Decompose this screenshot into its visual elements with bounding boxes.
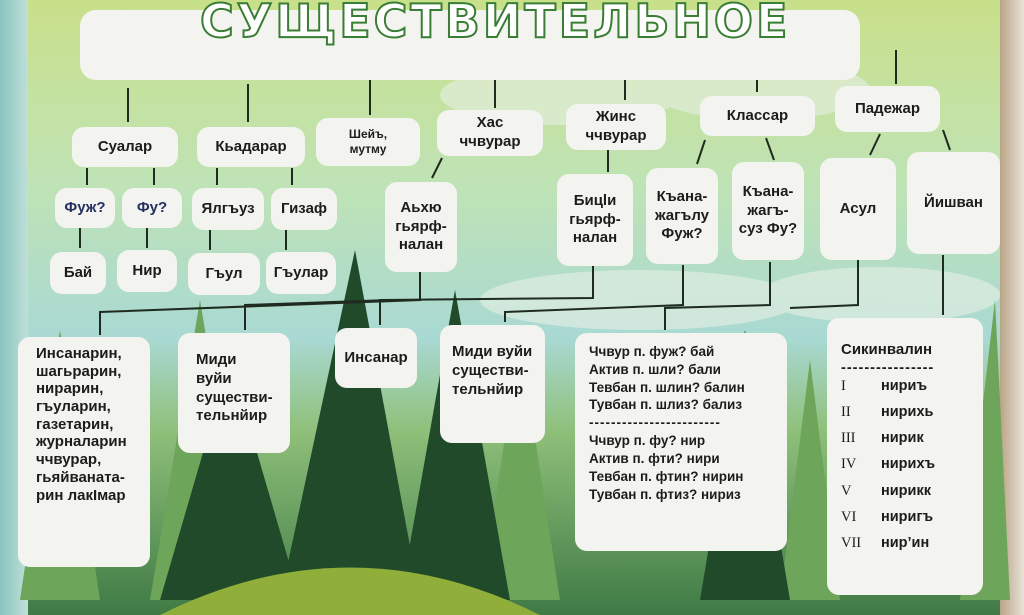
node-zhins-chvurar: Жинс ччвурар (566, 104, 666, 150)
case-line: Тувбан п. шлиз? бализ (589, 397, 743, 413)
midi-vuyi-box-1: Миди вуйи существи-тельнйир (178, 333, 290, 453)
node-shey-mutmu: Шейъ, мутму (316, 118, 420, 166)
node-nir: Нир (117, 250, 177, 292)
locative-form: нир’ин (881, 534, 930, 551)
locative-row: VI ниригъ (841, 504, 969, 530)
case-line: Ччвур п. фуж? бай (589, 344, 715, 359)
node-fuzh: Фуж? (55, 188, 115, 228)
roman-numeral: II (841, 404, 851, 421)
locative-row: VII нир’ин (841, 530, 969, 556)
node-qana-zhagsuz: Къана-жагъ-суз Фу? (732, 162, 804, 260)
node-bitsi-gyarfnalan: Бицlи гьярф-налан (557, 174, 633, 266)
roman-numeral: I (841, 378, 846, 395)
node-gular: Гъулар (266, 252, 336, 294)
locative-form: ниригъ (881, 508, 934, 525)
poster-title: СУЩЕСТВИТЕЛЬНОЕ (199, 0, 791, 49)
case-line: Тевбан п. шлин? балин (589, 379, 745, 395)
insanar-box: Инсанар (335, 328, 417, 388)
roman-numeral: V (841, 482, 852, 499)
node-gizaf: Гизаф (271, 188, 337, 230)
node-padezhar: Падежар (835, 86, 940, 132)
case-line: Тевбан п. фтин? нирин (589, 468, 744, 484)
node-sualar: Суалар (72, 127, 178, 167)
locative-row: II нирихь (841, 399, 969, 425)
node-fu: Фу? (122, 188, 182, 228)
roman-numeral: VI (841, 508, 857, 525)
node-yishvan: Йишван (907, 152, 1000, 254)
locative-separator: ---------------- (841, 360, 935, 376)
separator: ------------------------ (589, 415, 721, 431)
locative-form: нирик (881, 430, 924, 447)
node-asul: Асул (820, 158, 896, 260)
node-yalguz: Ялгъуз (192, 188, 264, 230)
declension-box: Ччвур п. фуж? бай Актив п. шли? бали Тев… (575, 333, 787, 551)
locative-form: нирикк (881, 482, 931, 499)
locative-form: нирихь (881, 404, 934, 421)
midi-vuyi-box-2: Миди вуйи существи-тельнйир (440, 325, 545, 443)
node-klassar: Классар (700, 96, 815, 136)
locative-row: IV нирихъ (841, 451, 969, 477)
node-ahyu-gyarfnalan: Аьхю гьярф-налан (385, 182, 457, 272)
node-bay: Бай (50, 252, 106, 294)
roman-numeral: VII (841, 534, 862, 551)
node-khas-chvurar: Хас ччвурар (437, 110, 543, 156)
title-banner (80, 10, 860, 80)
examples-box: Инсанарин, шагьрарин, нирарин, гъуларин,… (18, 337, 150, 567)
case-line: Ччвур п. фу? нир (589, 433, 706, 449)
locative-row: III нирик (841, 425, 969, 451)
roman-numeral: III (841, 430, 856, 447)
locative-form: нириъ (881, 378, 928, 395)
hill (160, 567, 540, 615)
node-gul: Гъул (188, 253, 260, 295)
case-line: Тувбан п. фтиз? нириз (589, 486, 741, 502)
node-kyadarar: Кьадарар (197, 127, 305, 167)
case-line: Актив п. фти? нири (589, 450, 720, 466)
case-line: Актив п. шли? бали (589, 361, 721, 377)
locative-form: нирихъ (881, 456, 936, 473)
roman-numeral: IV (841, 456, 857, 473)
node-qana-zhaglu: Къана-жагълу Фуж? (646, 168, 718, 264)
locative-title: Сикинвалин (841, 341, 933, 358)
